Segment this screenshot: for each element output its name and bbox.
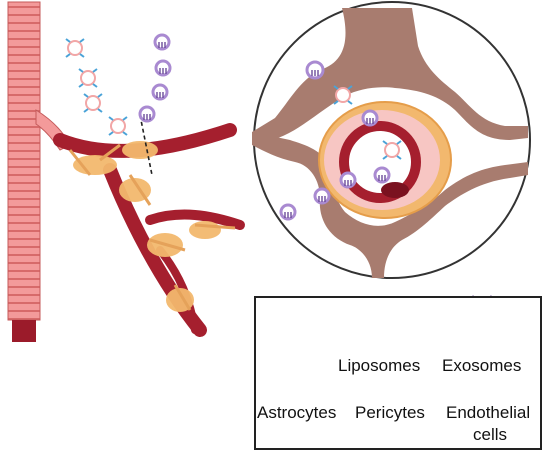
floating-liposomes <box>65 38 128 136</box>
legend-exosomes-label: Exosomes <box>442 356 522 375</box>
pericytes-on-capillaries <box>68 141 236 312</box>
section-line <box>139 114 153 176</box>
section-vesicles <box>279 60 402 221</box>
legend-cells-label: cells <box>473 425 508 444</box>
legend-astrocytes-label: Astrocytes <box>257 403 337 422</box>
legend-endothelial-label: Endothelial <box>446 403 531 422</box>
legend-liposomes-label: Liposomes <box>338 356 421 375</box>
arteriole-vessel <box>7 1 71 342</box>
legend-box <box>254 296 542 450</box>
cross-section <box>252 1 531 279</box>
floating-exosomes <box>138 33 172 123</box>
legend-pericytes-label: Pericytes <box>355 403 425 422</box>
